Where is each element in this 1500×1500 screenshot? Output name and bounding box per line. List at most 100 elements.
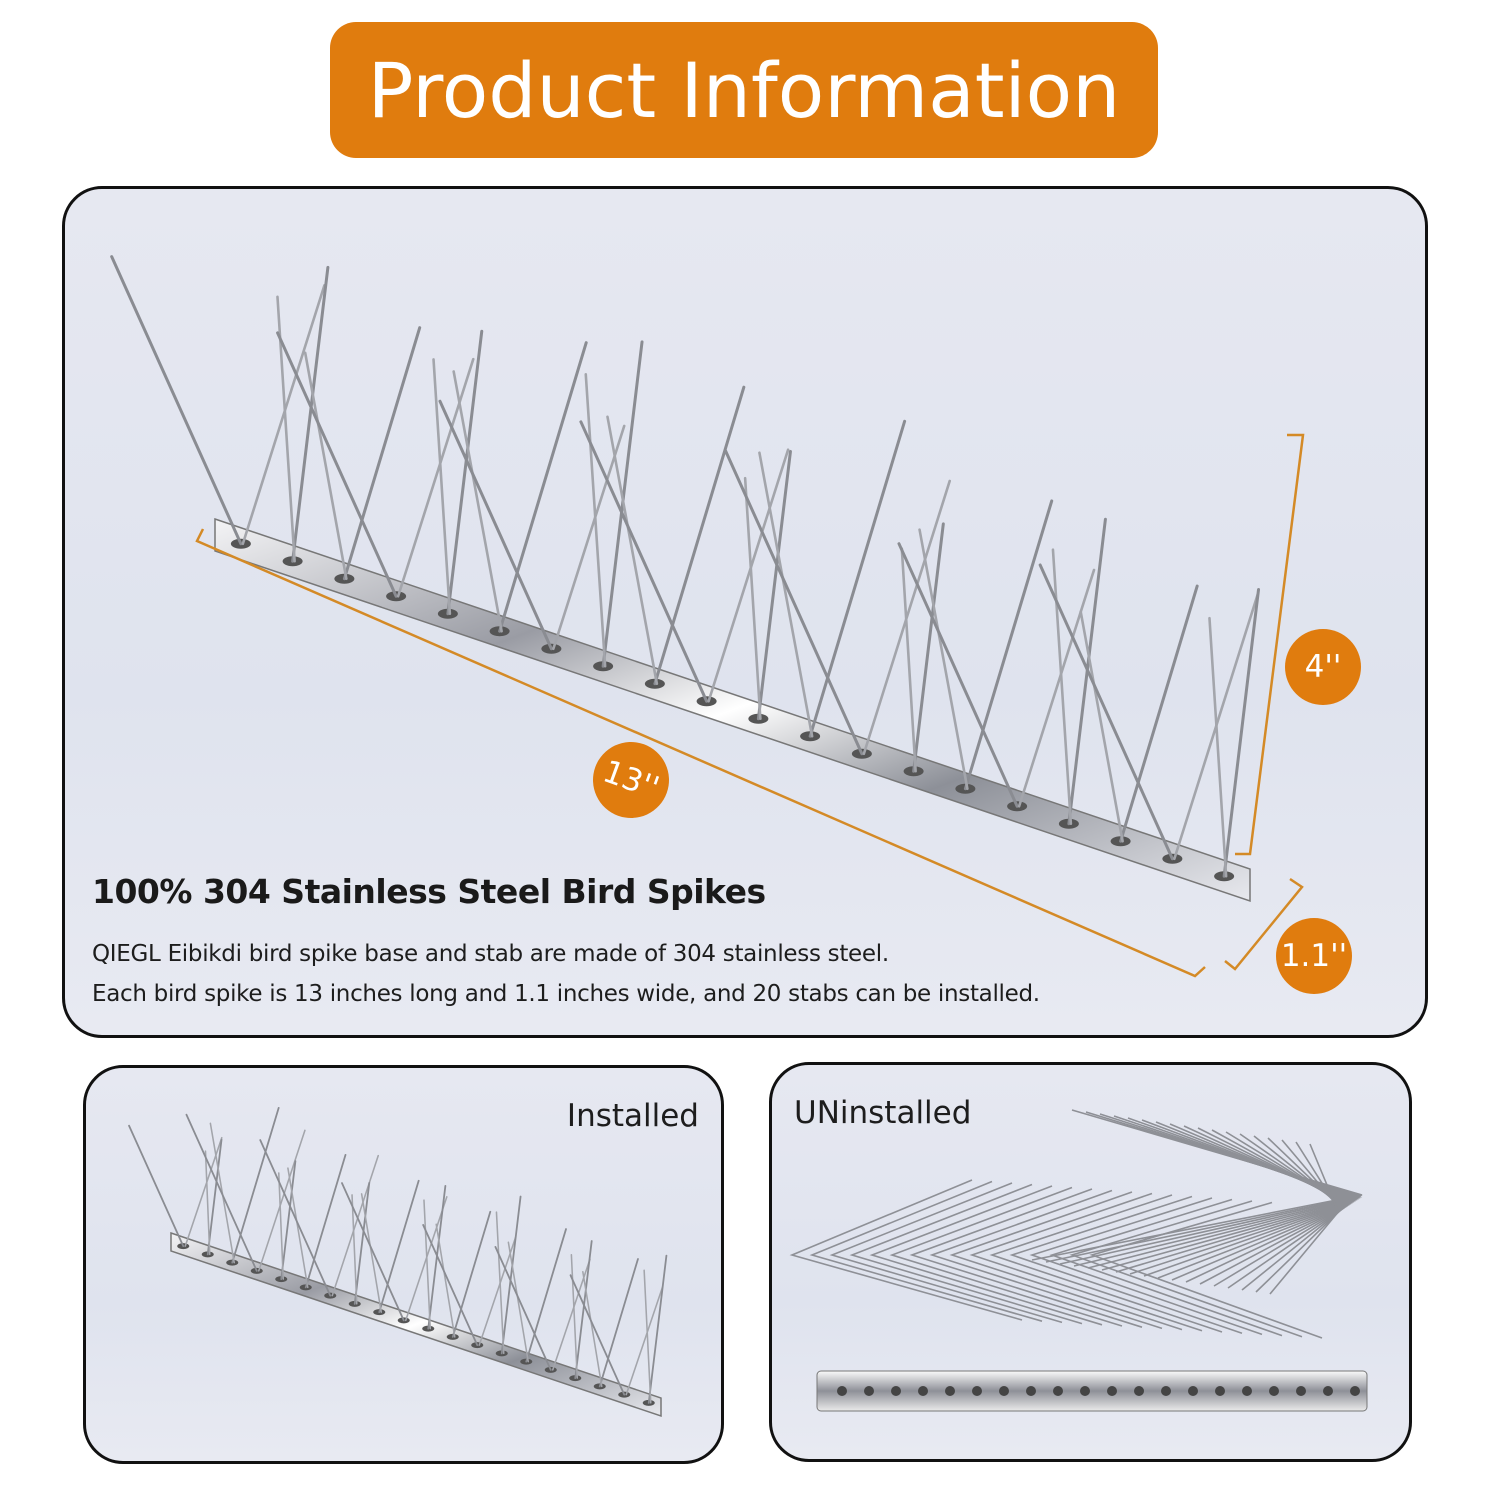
spike-base-strip [214,517,1251,903]
installed-panel: Installed [83,1065,724,1464]
spike-rod [257,1129,306,1272]
spike-rod [582,1270,603,1388]
spike-rod [423,1199,432,1330]
loose-spike [1255,1141,1341,1293]
description-line-2: Each bird spike is 13 inches long and 1.… [92,981,1040,1007]
spike-rod [303,351,348,581]
spike-rod [625,1286,664,1396]
loose-spike [1045,1111,1361,1263]
mount-hole [1350,1386,1360,1396]
spike-rod [276,331,398,598]
spike-rod [643,1269,652,1404]
loose-spike [1227,1137,1344,1289]
loose-spike [1143,1125,1353,1277]
uninstalled-panel: UNinstalled [769,1062,1412,1462]
mount-hole [972,1386,982,1396]
loose-spike [1199,1133,1347,1285]
spike-rod [743,476,762,721]
spike-rod [912,522,945,773]
spike-rod [185,1113,258,1272]
spike-rod [128,1124,185,1248]
mount-hole [891,1386,901,1396]
mount-hole [1026,1386,1036,1396]
length-dimension-line [195,528,1206,978]
mount-hole [864,1386,874,1396]
spike-rod [570,1253,579,1379]
spike-rod [598,1258,639,1388]
loose-spike [1073,1115,1361,1267]
spike-rod [353,1181,371,1305]
loose-spike [989,1194,1223,1333]
spike-rod [280,1160,297,1281]
spike-rod [451,1210,492,1338]
loose-spike [1031,1109,1363,1261]
loose-spike [869,1185,1103,1326]
loose-spike [929,1189,1163,1330]
loose-spike [1185,1131,1349,1283]
loose-spike [809,1180,1043,1322]
spike-rod [579,420,709,703]
loose-spike [969,1192,1203,1332]
spike-rod [756,449,792,721]
loose-spike [1059,1113,1363,1265]
spike-rod [507,1241,530,1363]
spike-rod [552,424,626,651]
unmounted-base-strip [816,1370,1368,1412]
mount-hole [999,1386,1009,1396]
spike-rod [897,542,1019,808]
spike-rod [574,1240,593,1380]
spike-rod [378,1179,420,1314]
width-badge: 1.1'' [1276,918,1352,994]
loose-spike [1129,1123,1355,1275]
spike-rod [342,326,422,581]
loose-spike [889,1186,1123,1327]
mount-hole [1080,1386,1090,1396]
loose-spike [849,1183,1083,1325]
mount-hole [1161,1386,1171,1396]
spike-rod [808,419,907,738]
spike-rod [1079,610,1124,843]
spike-rod [900,547,917,773]
loose-spike [789,1179,1023,1321]
spike-rod [584,373,607,668]
spike-rod [432,358,452,616]
spike-rod [446,329,484,616]
spike-rod [206,1138,223,1256]
spike-rod [341,1182,405,1322]
main-product-panel: 100% 304 Stainless Steel Bird Spikes QIE… [62,186,1428,1038]
mount-hole [1053,1386,1063,1396]
spike-rod [1119,584,1199,843]
mount-hole [945,1386,955,1396]
spike-rod [1222,587,1261,878]
spike-rod [110,255,243,546]
spike-rod [438,399,553,651]
loose-spike [949,1191,1183,1331]
mount-hole [1134,1386,1144,1396]
mount-hole [837,1386,847,1396]
uninstalled-parts-image [789,1109,1368,1412]
spike-rod [452,370,503,633]
spike-rod [606,415,659,686]
spike-rod [569,1274,626,1396]
spike-rod [204,1150,211,1256]
spike-rod [1051,548,1073,826]
uninstalled-label: UNinstalled [794,1095,972,1131]
spike-rod [259,1139,332,1297]
spike-base-strip [170,1231,662,1418]
spike-rod [241,284,326,546]
spike-rod [707,448,790,703]
spike-rod [918,528,969,791]
spike-rod [396,357,475,598]
loose-spike [1049,1198,1283,1337]
spike-rod [494,1246,552,1371]
spike-rod [304,1153,347,1289]
spike-rod [435,1223,456,1338]
spike-rod [495,1211,505,1355]
spike-rod [478,1236,517,1346]
spike-rod [653,385,746,686]
page-title: Product Information [367,45,1121,135]
product-headline: 100% 304 Stainless Steel Bird Spikes [92,872,766,911]
loose-spike [1069,1200,1303,1338]
loose-spike [1157,1127,1352,1279]
height-badge: 4'' [1285,629,1361,705]
